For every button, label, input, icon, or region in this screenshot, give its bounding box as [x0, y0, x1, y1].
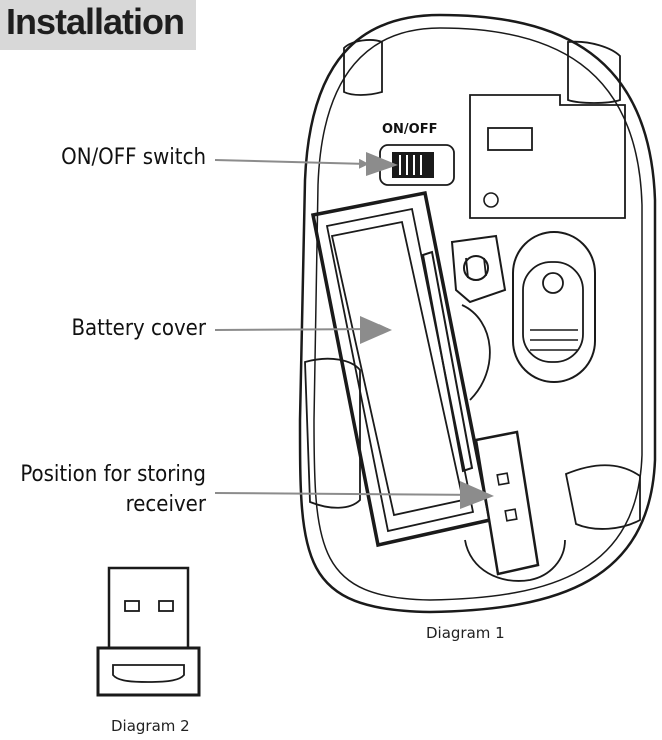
- sensor-window-inner: [522, 261, 584, 363]
- mouse-foot-bottom-right: [564, 464, 641, 530]
- title-banner: Installation: [0, 0, 196, 50]
- label-plate: [469, 94, 626, 219]
- plate-hole: [483, 192, 499, 208]
- arrow-battery-cover: [214, 324, 389, 335]
- usb-receiver: [96, 566, 201, 697]
- page-title: Installation: [6, 1, 185, 42]
- callout-onoff-switch: ON/OFF switch: [61, 145, 206, 170]
- battery-cover-slot: [421, 250, 474, 473]
- optical-sensor: [450, 234, 507, 304]
- usb-receiver-body: [96, 646, 201, 697]
- plate-slot: [487, 127, 533, 151]
- callout-receiver-line1: Position for storing: [20, 462, 206, 487]
- mouse-foot-bottom-left: [304, 357, 361, 509]
- callout-battery-cover: Battery cover: [71, 316, 206, 341]
- receiver-bay: [464, 539, 566, 582]
- callout-receiver-storage: Position for storing receiver: [0, 460, 206, 520]
- onoff-marking: ON/OFF: [382, 122, 438, 137]
- arrowheads: [360, 152, 494, 509]
- arrowhead-cover: [360, 316, 392, 344]
- arrowhead-receiver: [460, 481, 494, 509]
- usb-pin-right: [158, 600, 174, 612]
- usb-receiver-face: [112, 664, 185, 683]
- arrow-onoff-switch: [214, 158, 369, 169]
- callout-receiver-line2: receiver: [125, 492, 206, 517]
- stored-receiver: [474, 430, 540, 576]
- caption-diagram-1: Diagram 1: [426, 624, 505, 642]
- callout-arrows: [214, 158, 489, 500]
- mouse-foot-top-right: [567, 40, 621, 104]
- caption-diagram-2: Diagram 2: [111, 717, 190, 735]
- sensor-window-outer: [512, 231, 596, 383]
- arrowhead-onoff: [366, 152, 398, 176]
- battery-well-arc: [461, 304, 491, 401]
- mouse-body-inner-outline: [313, 27, 643, 601]
- mouse-foot-top-left: [343, 39, 383, 96]
- usb-pin-left: [124, 600, 140, 612]
- mouse-underside: [298, 13, 657, 614]
- arrow-receiver-storage: [214, 489, 489, 500]
- usb-plug: [107, 566, 190, 650]
